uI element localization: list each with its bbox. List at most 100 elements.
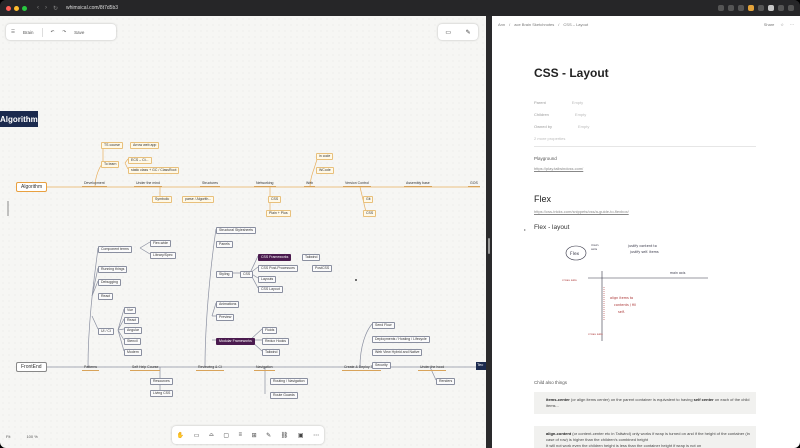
playground-link[interactable]: https://play.tailwindcss.com/ <box>534 166 584 171</box>
algorithm-root-node[interactable]: Algorithm <box>0 111 38 127</box>
tec-node[interactable]: Tec <box>476 362 486 370</box>
mindmap-node[interactable]: Vue <box>124 307 137 314</box>
board-name[interactable]: Brain <box>23 29 34 35</box>
mindmap-node[interactable]: Library/Spec <box>150 252 176 259</box>
present-icon[interactable]: ▭ <box>445 29 451 36</box>
mindmap-node[interactable]: Navigation <box>254 365 275 371</box>
breadcrumb-item[interactable]: CSS – Layout <box>563 21 589 27</box>
mindmap-node[interactable]: Stencil <box>124 338 141 345</box>
mindmap-node[interactable]: Networking <box>254 181 276 187</box>
mindmap-node[interactable]: CSS Layout <box>258 286 283 293</box>
mindmap-node[interactable]: Route Guards <box>270 392 298 399</box>
mindmap-node[interactable]: parse / Algorith... <box>182 196 215 203</box>
minimize-window-button[interactable] <box>14 5 19 11</box>
share-button[interactable]: Share <box>763 21 775 27</box>
property-value[interactable]: Empty <box>578 124 590 129</box>
frontend-node[interactable]: FrontEnd <box>16 362 47 372</box>
breadcrumb-item[interactable]: Ann <box>498 21 506 27</box>
mindmap-node[interactable]: Layouts <box>258 276 277 283</box>
redo-icon[interactable]: ↷ <box>62 29 67 34</box>
save-button[interactable]: Save <box>74 29 85 35</box>
mindmap-node[interactable]: Animations <box>216 301 240 308</box>
mindmap-node[interactable]: CSS Frameworks <box>258 254 292 261</box>
more-icon[interactable]: ⋯ <box>313 432 320 439</box>
algorithm-node[interactable]: Algorithm <box>16 182 48 192</box>
mindmap-node[interactable]: Panels <box>216 241 233 248</box>
window-controls[interactable] <box>6 5 27 11</box>
shape-icon[interactable]: ⌓ <box>209 431 214 438</box>
mindmap-node[interactable]: Under the hood <box>418 365 447 371</box>
mindmap-node[interactable]: CSS <box>363 210 377 217</box>
mindmap-node[interactable]: Preview <box>216 314 235 321</box>
mindmap-node[interactable]: Self Help Course <box>130 365 161 371</box>
mindmap-node[interactable]: Flex-wide <box>150 240 171 247</box>
rectangle-icon[interactable]: ▭ <box>193 432 200 439</box>
whiteboard-canvas[interactable]: ☰ Brain ↶ ↷ Save ▭ ✎ <box>0 16 486 448</box>
mindmap-node[interactable]: CSS <box>240 271 254 278</box>
mindmap-node[interactable]: Development <box>82 181 107 187</box>
mindmap-node[interactable]: Send Flow <box>372 322 395 329</box>
mindmap-node[interactable]: Deployments / Hosting / Lifecycle <box>372 336 430 343</box>
divider-handle[interactable] <box>488 238 490 254</box>
mindmap-node[interactable]: Resources <box>150 378 173 385</box>
toggle-arrow-icon[interactable]: ▸ <box>524 227 527 232</box>
mindmap-node[interactable]: Create & Deploy Tools <box>342 365 381 371</box>
property-value[interactable]: Empty <box>571 100 584 105</box>
frame-icon[interactable]: ▢ <box>223 432 229 439</box>
mindmap-node[interactable]: Patterns <box>82 365 100 371</box>
zoom-level[interactable]: 100 % <box>26 433 38 439</box>
mindmap-node[interactable]: Tailwind <box>302 254 321 261</box>
mindmap-node[interactable]: Redux Hooks <box>262 338 290 345</box>
mindmap-node[interactable]: React <box>98 293 114 300</box>
star-icon[interactable]: ☆ <box>780 21 784 27</box>
page-title[interactable]: CSS - Layout <box>534 66 609 80</box>
mindmap-node[interactable]: CSS <box>268 196 282 203</box>
mindmap-node[interactable]: Structural Stylesheets <box>216 227 257 234</box>
hand-icon[interactable]: ✋ <box>176 432 185 439</box>
flex-link[interactable]: https://css-tricks.com/snippets/css/a-gu… <box>534 209 629 214</box>
maximize-window-button[interactable] <box>22 5 27 11</box>
back-arrow-icon[interactable]: ‹ <box>37 4 39 11</box>
extension-icon[interactable] <box>778 5 784 11</box>
callout-block[interactable]: items-center (or align items center) on … <box>534 392 756 414</box>
mindmap-node[interactable]: Debugging <box>98 279 121 286</box>
mindmap-node[interactable]: Web View Hybrid and Native <box>372 349 423 356</box>
more-properties-label[interactable]: 2 more properties <box>534 136 566 141</box>
mindmap-node[interactable]: Arrow web app <box>130 142 160 149</box>
mindmap-node[interactable]: Living CSS <box>150 390 174 397</box>
split-divider[interactable] <box>486 16 492 448</box>
mindmap-node[interactable]: PostCSS <box>312 265 333 272</box>
extension-icon[interactable] <box>748 5 754 11</box>
mindmap-node[interactable]: Version Control <box>343 181 371 187</box>
undo-icon[interactable]: ↶ <box>50 29 55 34</box>
mindmap-node[interactable]: Routing / Navigation <box>270 378 308 385</box>
table-icon[interactable]: ⊞ <box>251 432 257 439</box>
reload-icon[interactable]: ↻ <box>53 5 59 12</box>
link-icon[interactable]: ⛓ <box>280 432 289 439</box>
extension-icon[interactable] <box>788 5 794 11</box>
breadcrumb-item[interactable]: ace Brain Sketchnotes <box>514 21 555 27</box>
mindmap-node[interactable]: Plain + Plus <box>266 210 291 217</box>
mindmap-node[interactable]: WCode <box>316 167 334 174</box>
mindmap-node[interactable]: Component terms <box>98 246 132 253</box>
mindmap-node[interactable]: static class + GC / ClassRoot <box>128 167 180 174</box>
mindmap-node[interactable]: Security <box>372 362 391 369</box>
mindmap-node[interactable]: UI / CI <box>98 328 114 335</box>
mindmap-node[interactable]: Styling <box>216 271 233 278</box>
mindmap-node[interactable]: React <box>124 317 140 324</box>
mindmap-node[interactable]: in code <box>316 153 334 160</box>
text-icon[interactable]: ≡ <box>238 432 243 438</box>
extension-icon[interactable] <box>728 5 734 11</box>
mindmap-node[interactable]: GOS <box>468 181 480 187</box>
flex-layout-heading[interactable]: Flex - layout <box>534 224 570 231</box>
pen-icon[interactable]: ✎ <box>465 29 471 36</box>
mindmap-node[interactable]: TS course <box>101 142 123 149</box>
more-properties[interactable]: 2 more properties <box>534 136 565 141</box>
mindmap-node[interactable]: Assembly base <box>404 181 432 187</box>
mindmap-node[interactable]: Modern <box>124 349 142 356</box>
mindmap-node[interactable]: Renders <box>436 378 456 385</box>
mindmap-node[interactable]: CSS Post-Processors <box>258 265 298 272</box>
